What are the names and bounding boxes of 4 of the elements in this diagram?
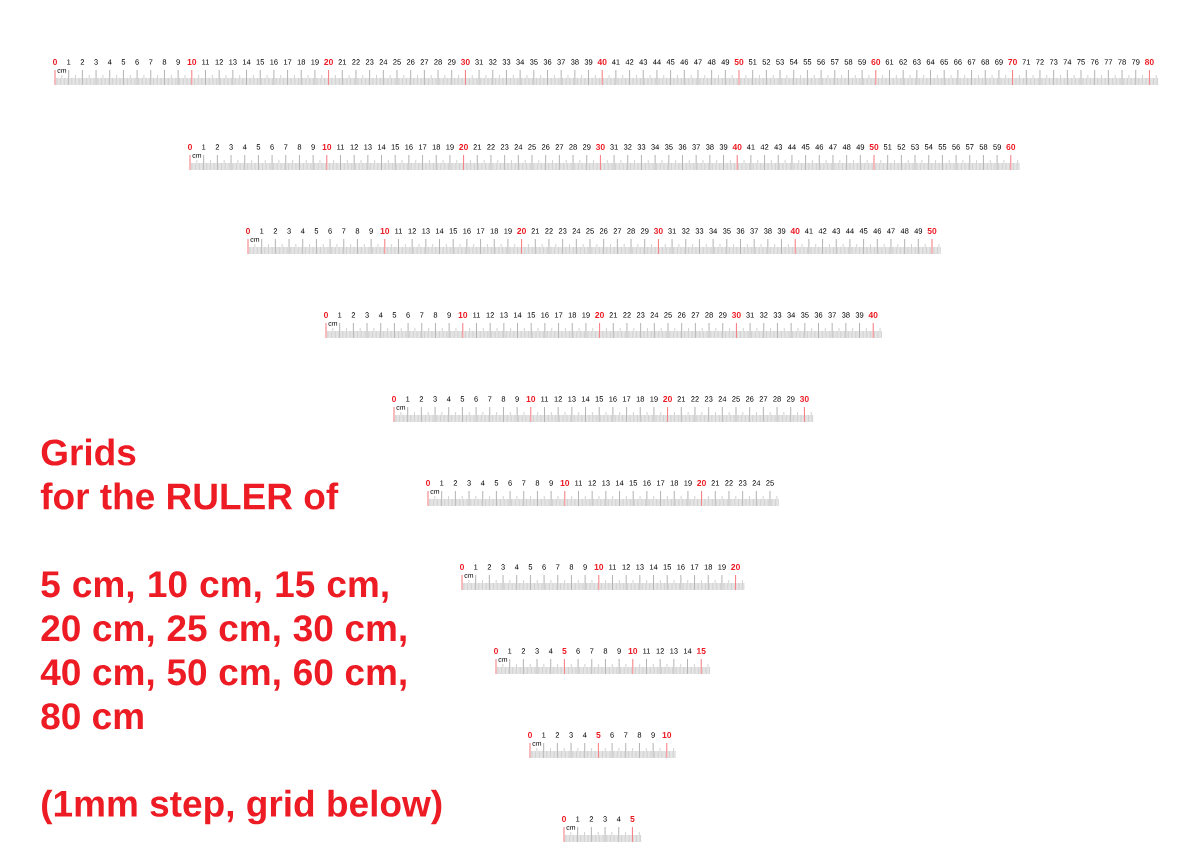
heading-text: 5 cm, 10 cm, 15 cm, 20 cm, 25 cm, 30 cm, 40 cm, 50 cm, 60 cm, 80 cm [40,571,406,730]
heading-text: Grids [41,438,136,466]
heading-text: for the RULER of [40,482,339,510]
heading-text: (1mm step, grid below) [42,789,442,825]
